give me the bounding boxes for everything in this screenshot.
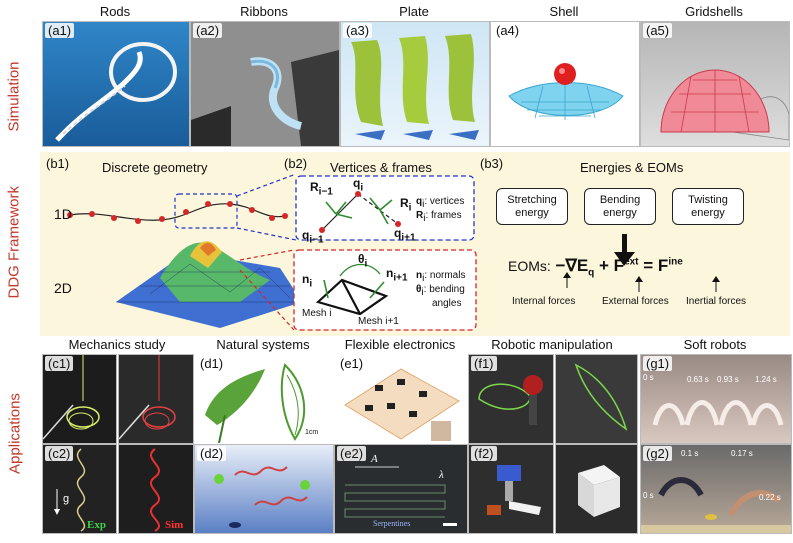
b2-tag: (b2) — [284, 156, 308, 171]
label-exp: Exp — [87, 519, 106, 531]
label-mesh-i: Mesh i — [302, 308, 332, 319]
tag-a5: (a5) — [643, 23, 673, 38]
ddg-framework-panel: (b1) Discrete geometry (b2) Vertices & f… — [40, 152, 790, 336]
ddg-graphics — [67, 173, 720, 331]
panel-c1-right — [118, 354, 194, 444]
tag-d1: (d1) — [197, 356, 227, 371]
b3-title: Energies & EOMs — [580, 160, 684, 175]
b1-title: Discrete geometry — [102, 160, 208, 175]
panel-plate: (a3) — [340, 21, 490, 147]
tag-c1: (c1) — [45, 356, 74, 371]
panel-f1-left: (f1) — [468, 354, 554, 444]
label-mesh-next: Mesh i+1 — [358, 316, 399, 327]
app-title-robotic: Robotic manipulation — [491, 337, 613, 352]
label-r-i: Ri — [400, 196, 412, 214]
tag-a4: (a4) — [493, 23, 523, 38]
panel-g1: (g1) 0 s 0.63 s 0.93 s 1.24 s — [640, 354, 792, 444]
sim-title-shell: Shell — [549, 4, 579, 19]
panel-gridshells: (a5) — [640, 21, 790, 147]
label-q-next: qi+1 — [394, 226, 416, 244]
b3-tag: (b3) — [480, 156, 504, 171]
legend-vertices: qi: vertices — [416, 196, 465, 210]
label-inertial-forces: Inertial forces — [686, 296, 747, 307]
tag-g1: (g1) — [643, 356, 673, 371]
sim-title-gridshells: Gridshells — [685, 4, 743, 19]
app-title-electronics: Flexible electronics — [344, 337, 456, 352]
tag-f2: (f2) — [471, 446, 497, 461]
b1-tag: (b1) — [46, 156, 70, 171]
energy-box-twisting: Twisting energy — [672, 188, 744, 225]
panel-e1: (e1) — [334, 354, 468, 444]
eom-equation: EOMs: −∇Eq + Fext = Fine — [508, 256, 683, 279]
panel-g2: (g2) 0.1 s 0.17 s 0 s 0.22 s — [640, 444, 792, 534]
panel-ribbons: (a2) — [190, 21, 340, 147]
rods-illustration — [55, 42, 177, 142]
sim-title-rods: Rods — [99, 4, 131, 19]
time-g1-0: 0 s — [643, 373, 654, 382]
row-label-ddg: DDG Framework — [5, 185, 23, 299]
label-n-i: ni — [302, 272, 313, 290]
label-sim: Sim — [165, 519, 184, 531]
sim-title-ribbons: Ribbons — [240, 4, 288, 19]
label-theta-i: θi — [358, 252, 368, 270]
label-1d: 1D — [54, 206, 72, 222]
tag-g2: (g2) — [643, 446, 673, 461]
tag-a3: (a3) — [343, 23, 373, 38]
legend-normals: ni: normals — [416, 270, 466, 284]
legend-bending: θi: bending — [416, 284, 465, 298]
tag-d2: (d2) — [197, 446, 227, 461]
panel-f2-right — [555, 444, 638, 534]
panel-c2-left: (c2) g Exp — [42, 444, 117, 534]
time-g1-093: 0.93 s — [717, 375, 739, 384]
label-q-i: qi — [353, 176, 364, 194]
time-g2-017: 0.17 s — [731, 449, 753, 458]
energy-box-stretching: Stretching energy — [496, 188, 568, 225]
panel-c1-left: (c1) — [42, 354, 117, 444]
row-label-simulation: Simulation — [5, 61, 23, 132]
legend-frames: Ri: frames — [416, 210, 462, 224]
label-r-prev: Ri−1 — [310, 180, 333, 198]
panel-shell: (a4) — [490, 21, 640, 147]
panel-e2: (e2) A λ Serpentines — [334, 444, 468, 534]
panel-d1: (d1) 1cm — [194, 354, 334, 444]
time-g2-0: 0 s — [643, 491, 654, 500]
tag-a2: (a2) — [193, 23, 223, 38]
tag-a1: (a1) — [45, 23, 75, 38]
gridshells-illustration — [660, 69, 789, 141]
label-serpentines: Serpentines — [373, 519, 411, 528]
tag-f1: (f1) — [471, 356, 497, 371]
label-q-prev: qi−1 — [302, 228, 324, 246]
energy-box-bending: Bending energy — [584, 188, 656, 225]
label-lambda: λ — [439, 469, 444, 481]
tag-e1: (e1) — [337, 356, 367, 371]
label-n-next: ni+1 — [386, 266, 408, 284]
tag-c2: (c2) — [45, 446, 74, 461]
row-label-applications: Applications — [6, 393, 24, 474]
app-title-soft: Soft robots — [683, 337, 747, 352]
panel-d2: (d2) — [194, 444, 334, 534]
time-g1-063: 0.63 s — [687, 375, 709, 384]
label-g: g — [63, 493, 70, 505]
ribbons-illustration — [191, 22, 339, 146]
label-external-forces: External forces — [602, 296, 669, 307]
time-g2-01: 0.1 s — [681, 449, 699, 458]
time-g2-022: 0.22 s — [759, 493, 781, 502]
panel-f1-right — [555, 354, 638, 444]
sim-title-plate: Plate — [399, 4, 429, 19]
label-internal-forces: Internal forces — [512, 296, 576, 307]
label-2d: 2D — [54, 280, 72, 296]
app-title-mechanics: Mechanics study — [68, 337, 166, 352]
panel-c2-right: Sim — [118, 444, 194, 534]
shell-illustration — [508, 63, 624, 120]
label-1cm: 1cm — [305, 429, 319, 436]
app-title-natural: Natural systems — [216, 337, 310, 352]
tag-e2: (e2) — [337, 446, 367, 461]
plate-illustration — [351, 34, 479, 140]
time-g1-124: 1.24 s — [755, 375, 777, 384]
b2-title: Vertices & frames — [330, 160, 432, 175]
panel-rods: (a1) — [42, 21, 190, 147]
panel-f2-left: (f2) — [468, 444, 554, 534]
label-amplitude: A — [371, 453, 378, 465]
legend-angles: angles — [432, 298, 462, 309]
